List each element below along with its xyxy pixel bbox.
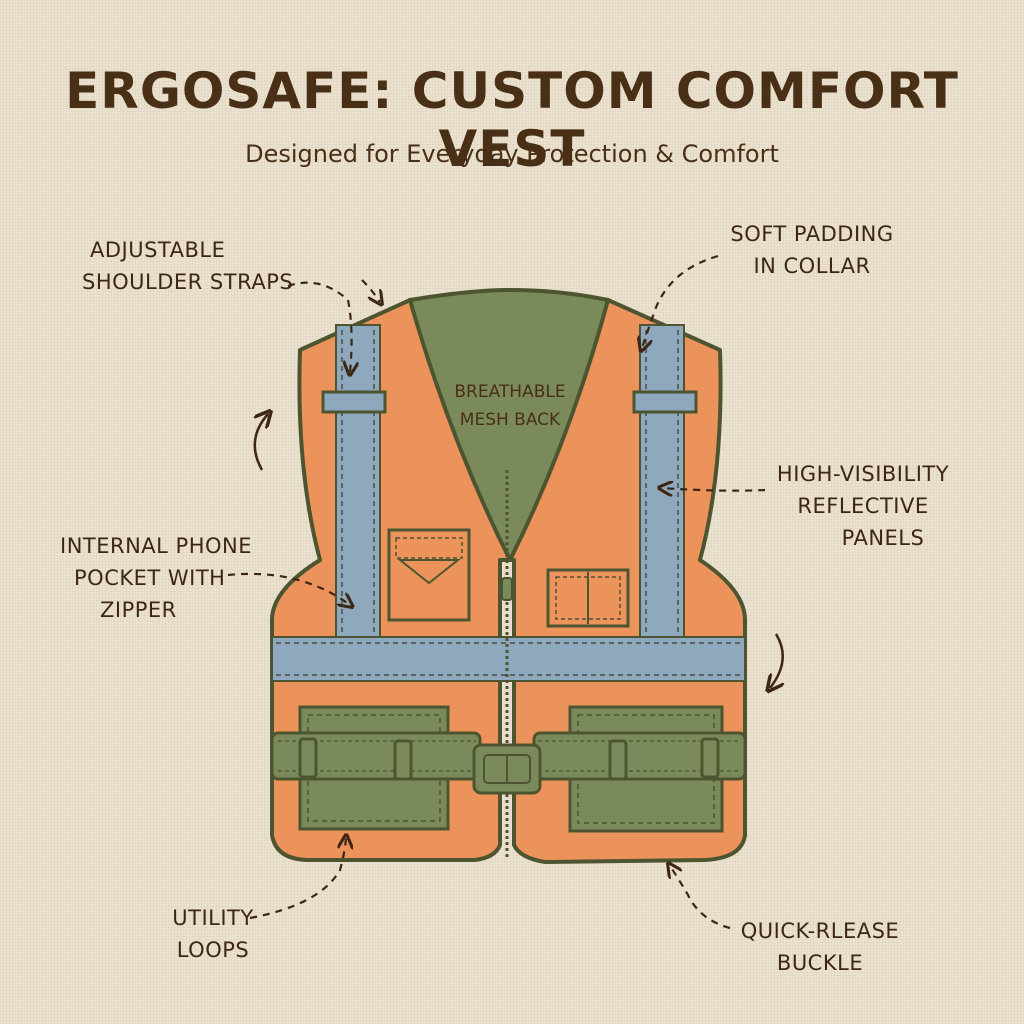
right-reflective-strap	[639, 324, 685, 638]
arrow-buckle	[670, 866, 731, 930]
mesh-back-label: BREATHABLE MESH BACK	[454, 382, 566, 430]
curved-arrow-left	[255, 414, 268, 471]
page-title: ERGOSAFE: CUSTOM COMFORT VEST	[65, 62, 959, 178]
left-reflective-strap	[335, 324, 381, 638]
callout-utility-loops: UTILITY LOOPS	[172, 906, 254, 962]
arrow-shoulder-straps-1	[287, 281, 352, 372]
utility-loop-4	[700, 737, 720, 779]
curved-arrow-right	[770, 633, 783, 688]
callout-buckle: QUICK-RLEASE BUCKLE	[740, 919, 900, 975]
arrow-reflective-panels	[662, 488, 766, 491]
callout-soft-padding: SOFT PADDING IN COLLAR	[730, 222, 894, 278]
callout-phone-pocket: INTERNAL PHONE POCKET WITH ZIPPER	[60, 534, 253, 622]
chest-pocket-left	[387, 528, 471, 622]
left-shoulder-adjuster	[321, 390, 387, 414]
utility-loop-2	[393, 739, 413, 781]
mesh-back	[408, 288, 610, 562]
right-shoulder-adjuster	[632, 390, 698, 414]
arrow-shoulder-straps-2	[361, 279, 380, 302]
utility-loop-1	[298, 737, 318, 779]
arrow-phone-pocket	[227, 572, 350, 605]
zipper-pull	[501, 577, 513, 601]
callout-shoulder-straps: ADJUSTABLE SHOULDER STRAPS	[82, 238, 294, 294]
page-subtitle: Designed for Everyday Protection & Comfo…	[245, 140, 779, 168]
utility-loop-3	[608, 739, 628, 781]
callout-reflective-panels: HIGH-VISIBILITY REFLECTIVE PANELS	[776, 462, 950, 550]
